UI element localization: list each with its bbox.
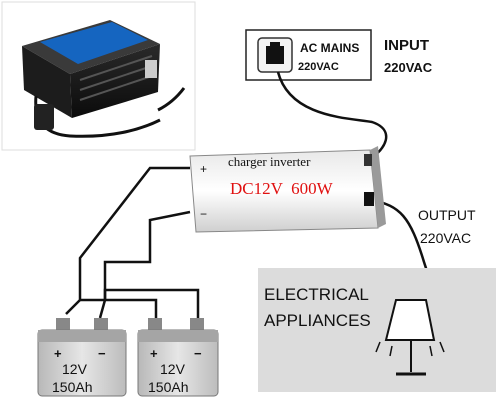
appliances-panel bbox=[258, 268, 496, 392]
input-voltage: 220VAC bbox=[384, 60, 433, 75]
output-voltage: 220VAC bbox=[420, 230, 471, 246]
battery-1-minus: − bbox=[98, 346, 106, 361]
charger-inverter-unit bbox=[189, 146, 386, 233]
dc-wiring bbox=[65, 166, 200, 320]
input-title: INPUT bbox=[384, 37, 429, 54]
inverter-rating: DC12V 600W bbox=[230, 179, 334, 198]
battery-2-plus: + bbox=[150, 346, 158, 361]
battery-icon bbox=[37, 318, 127, 397]
wall-socket-icon bbox=[245, 29, 372, 81]
battery-icon bbox=[137, 318, 219, 397]
output-title: OUTPUT bbox=[418, 207, 476, 223]
appliances-line2: APPLIANCES bbox=[264, 311, 371, 330]
inverter-minus-terminal: − bbox=[200, 207, 207, 221]
mains-label-line1: AC MAINS bbox=[300, 41, 359, 55]
battery-2-voltage: 12V bbox=[160, 361, 186, 377]
battery-1-voltage: 12V bbox=[62, 361, 88, 377]
inverter-name: charger inverter bbox=[228, 154, 311, 169]
battery-2-capacity: 150Ah bbox=[148, 379, 188, 395]
inverter-photo bbox=[1, 1, 196, 151]
battery-2-minus: − bbox=[194, 346, 202, 361]
inverter-plus-terminal: + bbox=[200, 162, 207, 176]
battery-1-plus: + bbox=[54, 346, 62, 361]
mains-label-line2: 220VAC bbox=[298, 61, 339, 73]
battery-1-capacity: 150Ah bbox=[52, 379, 92, 395]
mains-cable bbox=[276, 71, 388, 162]
inverter-device-image bbox=[22, 20, 186, 138]
appliances-line1: ELECTRICAL bbox=[264, 285, 369, 304]
lamp-icon bbox=[375, 299, 445, 376]
